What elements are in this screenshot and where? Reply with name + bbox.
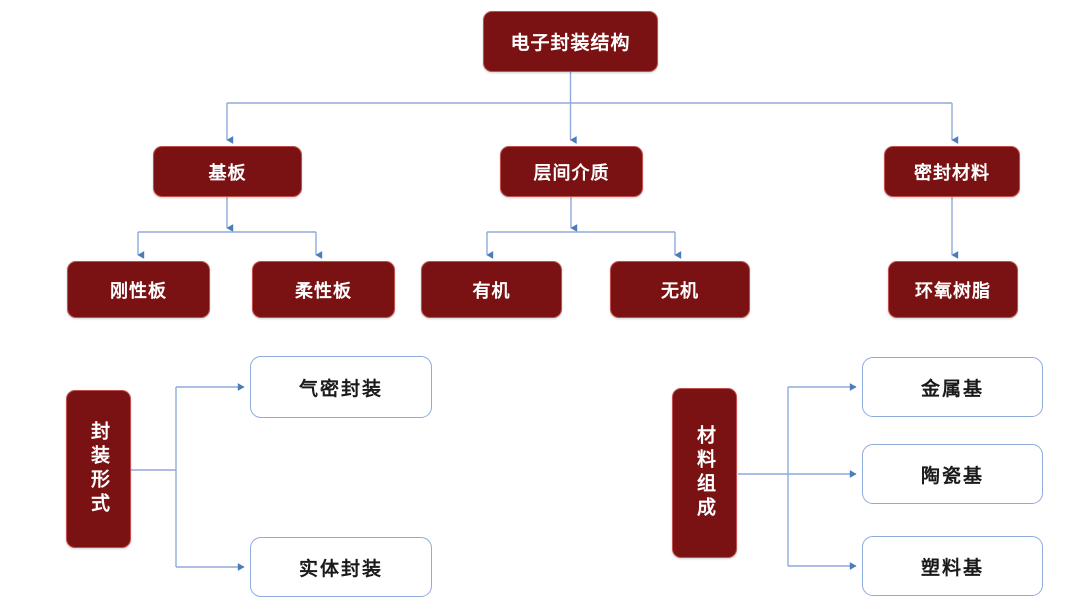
- node-rigid-board-label: 刚性板: [110, 280, 167, 301]
- node-sealing-material[interactable]: 密封材料: [884, 146, 1020, 197]
- node-solid-packaging[interactable]: 实体封装: [250, 537, 432, 597]
- node-metal-based[interactable]: 金属基: [862, 357, 1043, 417]
- node-packaging-form-label: 封装形式: [88, 421, 109, 517]
- node-rigid-board[interactable]: 刚性板: [67, 261, 210, 318]
- node-substrate-label: 基板: [208, 162, 247, 183]
- node-epoxy-resin[interactable]: 环氧树脂: [888, 261, 1018, 318]
- node-plastic-based[interactable]: 塑料基: [862, 536, 1043, 596]
- node-substrate[interactable]: 基板: [153, 146, 302, 197]
- node-plastic-based-label: 塑料基: [920, 557, 984, 579]
- node-hermetic-packaging[interactable]: 气密封装: [250, 356, 432, 418]
- node-ceramic-based[interactable]: 陶瓷基: [862, 444, 1043, 504]
- node-organic-label: 有机: [472, 280, 511, 301]
- node-hermetic-packaging-label: 气密封装: [298, 378, 383, 400]
- node-root[interactable]: 电子封装结构: [483, 11, 658, 72]
- node-ceramic-based-label: 陶瓷基: [920, 465, 984, 487]
- node-inorganic-label: 无机: [661, 280, 699, 301]
- node-material-composition[interactable]: 材料组成: [672, 388, 737, 558]
- node-metal-based-label: 金属基: [920, 378, 984, 400]
- node-root-label: 电子封装结构: [510, 33, 631, 54]
- node-flexible-board-label: 柔性板: [295, 280, 352, 301]
- node-organic[interactable]: 有机: [421, 261, 562, 318]
- node-material-composition-label: 材料组成: [694, 425, 715, 521]
- node-inorganic[interactable]: 无机: [610, 261, 750, 318]
- node-sealing-material-label: 密封材料: [914, 162, 990, 183]
- node-interlayer-dielectric-label: 层间介质: [533, 162, 610, 183]
- node-epoxy-resin-label: 环氧树脂: [915, 280, 991, 301]
- node-packaging-form[interactable]: 封装形式: [66, 390, 131, 548]
- node-interlayer-dielectric[interactable]: 层间介质: [500, 146, 643, 197]
- node-solid-packaging-label: 实体封装: [298, 558, 383, 580]
- node-flexible-board[interactable]: 柔性板: [252, 261, 395, 318]
